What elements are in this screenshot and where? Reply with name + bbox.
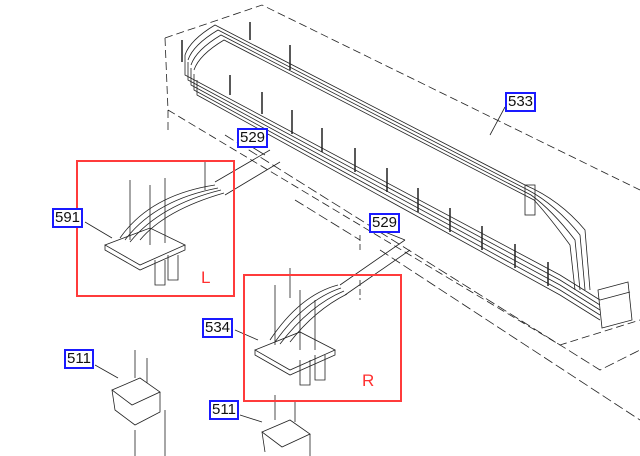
- callout-591[interactable]: 591: [52, 208, 84, 228]
- left-holder: [111, 350, 166, 456]
- right-holder: [261, 395, 311, 456]
- callout-534[interactable]: 534: [202, 318, 234, 338]
- right-side-label: R: [362, 371, 375, 390]
- left-side-highlight: [76, 160, 235, 297]
- cable-envelope-outline: [164, 4, 640, 346]
- callout-529-right[interactable]: 529: [369, 213, 401, 233]
- cable-clamps: [181, 22, 549, 286]
- callout-511-left[interactable]: 511: [64, 349, 94, 369]
- right-side-highlight: [243, 274, 402, 402]
- cable-end-connector: [597, 281, 633, 329]
- right-board-assembly: [254, 239, 411, 386]
- callout-511-right[interactable]: 511: [209, 400, 239, 420]
- callout-533[interactable]: 533: [505, 92, 537, 112]
- callout-529-top[interactable]: 529: [237, 128, 269, 148]
- left-board-assembly: [104, 149, 291, 298]
- left-side-label: L: [201, 268, 211, 287]
